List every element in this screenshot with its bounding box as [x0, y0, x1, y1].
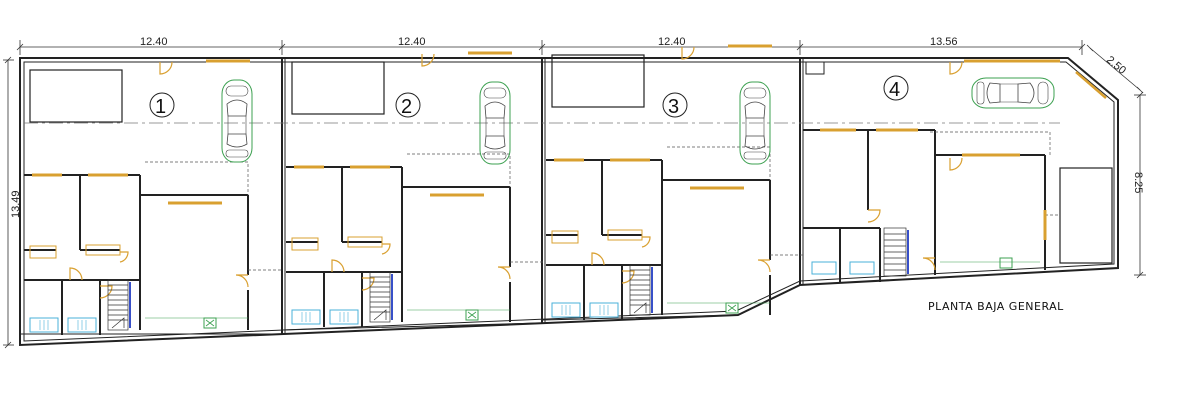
dimension-unit4-width: 13.56 [930, 36, 958, 48]
chamfer-dimension-line [1086, 44, 1144, 94]
unit-4: 4 [803, 59, 1113, 282]
unit-number: 4 [889, 79, 900, 101]
unit-number: 3 [668, 96, 679, 118]
left-dimension-line [3, 56, 14, 349]
unit-number-circle [395, 92, 421, 118]
car-icon [221, 79, 253, 163]
unit-number-circle [662, 92, 688, 118]
dimension-unit2-width: 12.40 [398, 36, 426, 48]
dimension-chamfer: 2.50 [1104, 54, 1128, 77]
unit-number: 2 [401, 96, 412, 118]
unit-3: 3 [544, 44, 806, 322]
unit-number: 1 [155, 96, 166, 118]
unit-2: 2 [284, 51, 546, 329]
right-dimension-line [1134, 91, 1146, 279]
dimension-right-depth: 8.25 [1132, 172, 1144, 193]
unit-1: 1 [22, 59, 284, 337]
top-dimension-chain [16, 40, 1086, 55]
drawing-title: PLANTA BAJA GENERAL [928, 300, 1064, 313]
unit-number-circle [883, 75, 909, 101]
unit-number-circle [149, 92, 175, 118]
outer-walls [19, 57, 1119, 347]
car-icon [971, 77, 1055, 109]
dimension-unit1-width: 12.40 [140, 36, 168, 48]
dimension-unit3-width: 12.40 [658, 36, 686, 48]
